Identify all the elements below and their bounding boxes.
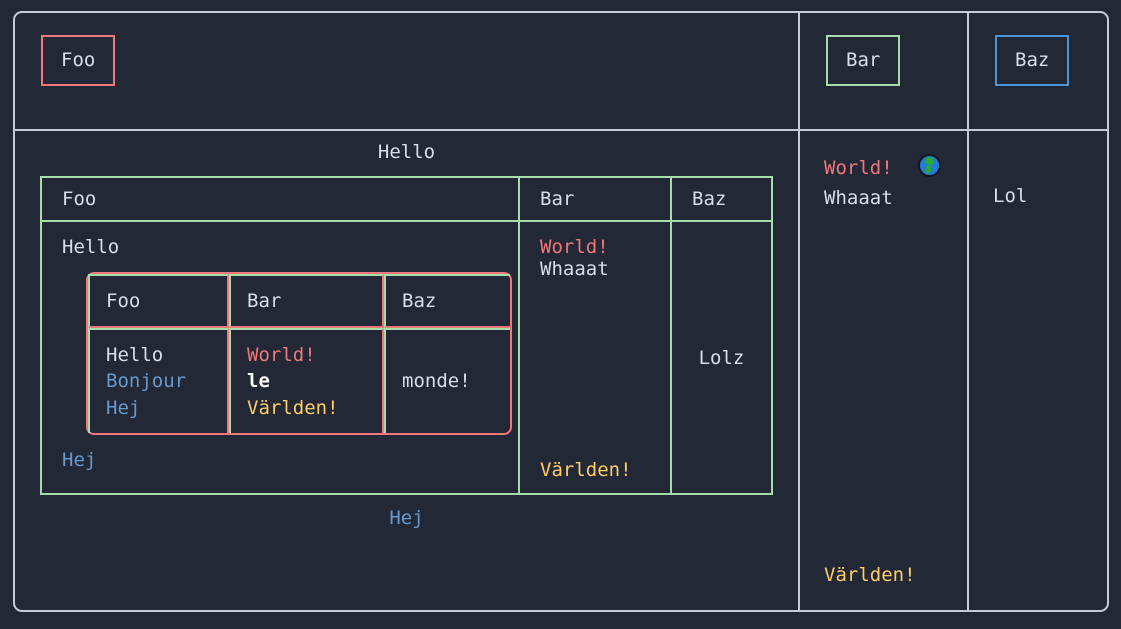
mid-cell-bar-top: World! Whaaat — [540, 236, 650, 280]
chip-baz[interactable]: Baz — [995, 35, 1070, 86]
outer-bar-body: World! Whaaat — [824, 153, 943, 214]
inner-cell-objects: World! le Världen! — [229, 328, 384, 433]
outer-bar-line1-row: World! — [824, 153, 943, 183]
outer-bar-panel: World! Whaaat Världen! — [800, 131, 967, 610]
outer-header-row: Foo Bar Baz — [15, 13, 1107, 131]
object-world: World! — [247, 344, 316, 367]
greeting-hello: Hello — [106, 344, 164, 367]
mid-cell-bar: World! Whaaat Världen! — [518, 220, 672, 495]
outer-bar-world: World! — [824, 157, 893, 179]
globe-icon — [918, 154, 942, 177]
outer-baz-lol: Lol — [993, 185, 1028, 207]
outer-body-cell-main: Hello Foo Bar Baz — [15, 131, 800, 610]
inner-cell-greetings: Hello Bonjour Hej — [88, 328, 229, 433]
outer-header-baz-panel: Baz — [969, 13, 1107, 129]
mid-body-row: Hello — [40, 220, 773, 495]
inner-cell-monde: monde! — [384, 328, 510, 433]
mid-cell-foo-footer: Hej — [62, 448, 97, 471]
greeting-bonjour: Bonjour — [106, 370, 187, 393]
mid-cell-foo: Hello — [40, 220, 520, 495]
mid-header-foo: Foo — [40, 176, 520, 222]
mid-table: Foo Bar Baz Hello — [40, 176, 773, 495]
mid-table-caption-top: Hello — [377, 141, 436, 163]
inner-header-foo: Foo — [88, 274, 229, 329]
mid-bar-world: World! — [540, 236, 609, 258]
outer-header-foo-panel: Foo — [15, 13, 798, 129]
mid-table-caption-bottom: Hej — [389, 507, 424, 529]
mid-table-wrapper: Hello Foo Bar Baz — [15, 131, 798, 540]
chip-foo[interactable]: Foo — [41, 35, 116, 86]
object-varlden: Världen! — [247, 396, 339, 419]
outer-body-cell-bar: World! Whaaat Världen! — [800, 131, 969, 610]
outer-table: Foo Bar Baz — [13, 11, 1109, 612]
outer-header-cell-foo: Foo — [15, 13, 800, 131]
mid-cell-foo-heading: Hello — [62, 236, 120, 258]
mid-header-baz: Baz — [670, 176, 773, 222]
inner-header-bar: Bar — [229, 274, 384, 329]
greeting-hej: Hej — [106, 396, 141, 419]
mid-cell-baz: Lolz — [670, 220, 773, 495]
outer-header-bar-panel: Bar — [800, 13, 967, 129]
mid-bar-whaaat: Whaaat — [540, 258, 609, 280]
outer-header-cell-baz: Baz — [969, 13, 1107, 131]
mid-bar-varlden: Världen! — [540, 459, 632, 481]
outer-body-cell-baz: Lol — [969, 131, 1107, 610]
outer-baz-panel: Lol — [969, 131, 1107, 610]
object-le: le — [247, 370, 270, 393]
mid-header-row: Foo Bar Baz — [40, 176, 773, 222]
inner-header-row: Foo Bar Baz — [88, 274, 510, 329]
mid-header-bar: Bar — [518, 176, 672, 222]
outer-header-cell-bar: Bar — [800, 13, 969, 131]
outer-bar-whaaat: Whaaat — [824, 187, 893, 210]
inner-table: Foo Bar Baz Hello — [86, 272, 512, 435]
outer-body-row: Hello Foo Bar Baz — [15, 131, 1107, 610]
page-root: Foo Bar Baz — [13, 11, 1109, 612]
chip-bar[interactable]: Bar — [826, 35, 901, 86]
inner-body-row: Hello Bonjour Hej World! le — [88, 328, 510, 433]
outer-bar-varlden: Världen! — [824, 564, 916, 586]
inner-header-baz: Baz — [384, 274, 510, 329]
mid-cell-bar-stack: World! Whaaat Världen! — [540, 236, 650, 481]
